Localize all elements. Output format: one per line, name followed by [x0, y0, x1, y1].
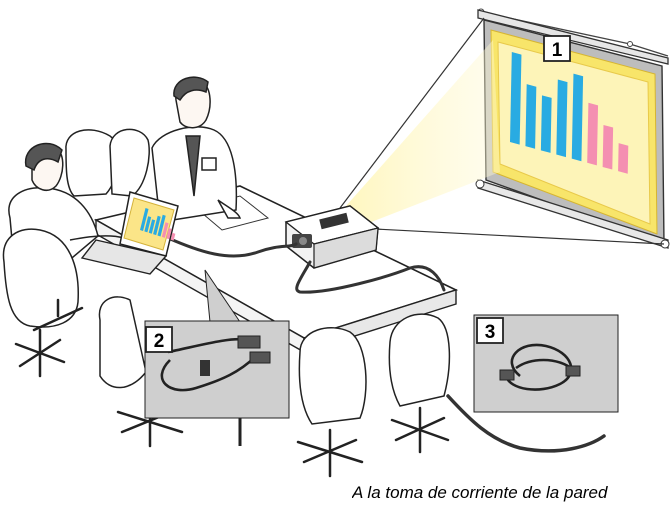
laptop-chart-bar: [157, 214, 166, 237]
laptop-chart-bar: [140, 208, 149, 231]
projection-screen: [475, 8, 670, 249]
laptop-chart-bar: [144, 216, 152, 233]
wall-outlet-caption: A la toma de corriente de la pared: [352, 483, 608, 502]
callout-3-box: [476, 317, 504, 344]
screen-chart-bar: [510, 52, 522, 145]
laptop-bar-chart: [140, 208, 176, 241]
laptop-chart-bar: [153, 215, 161, 236]
callout-1-box: [543, 35, 571, 62]
projection-beam: [346, 40, 500, 228]
screen-chart-bar: [556, 79, 568, 158]
callout-2-number: 2: [154, 331, 165, 352]
screen-chart-bar: [525, 84, 537, 149]
power-cable-callout: 3: [473, 314, 619, 413]
laptop-chart-bar: [148, 219, 156, 234]
screen-callout: 1: [543, 35, 571, 62]
front-chairs: [2, 228, 451, 425]
screen-chart-bar: [587, 102, 599, 166]
presenter-figure: [151, 76, 242, 223]
cables: [166, 236, 606, 453]
laptop-chart-bar: [166, 228, 172, 240]
callout-3-number: 3: [485, 322, 496, 343]
laptop-chart-bar: [170, 232, 176, 241]
laptop-chart-bar: [161, 222, 169, 238]
screen-chart-bar: [602, 124, 614, 170]
screen-chart-bar: [618, 143, 629, 174]
back-chairs: [65, 128, 150, 197]
callout-1-number: 1: [552, 40, 563, 61]
laptop: [80, 191, 179, 275]
callout-2-box: [145, 326, 173, 353]
screen-bar-chart: [510, 52, 629, 174]
screen-chart-bar: [540, 95, 552, 153]
projector: [284, 205, 380, 269]
screen-chart-bar: [571, 73, 584, 162]
signal-cable-callout: 2: [144, 269, 290, 419]
